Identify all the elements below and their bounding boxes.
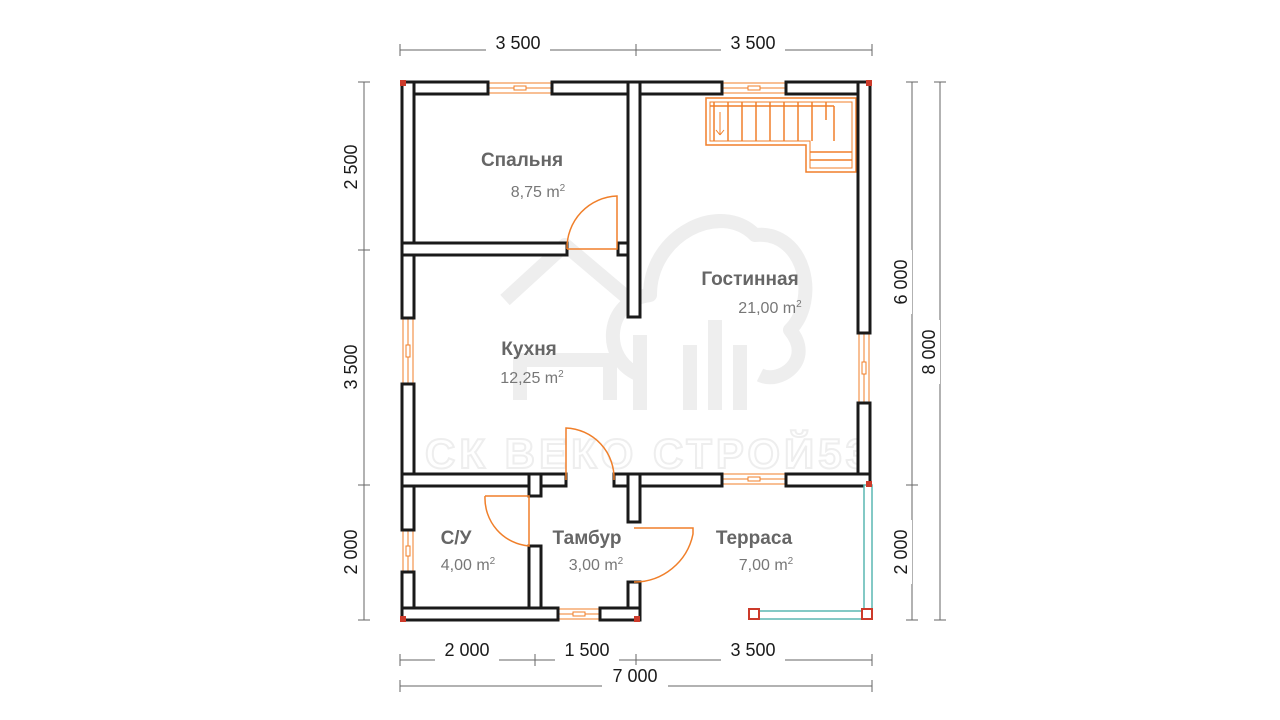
- room-vestibule: Тамбур 3,00 m2: [553, 528, 624, 574]
- dim-left-3: 2 000: [340, 520, 362, 584]
- terrace-railing: [748, 481, 873, 620]
- dim-right-2-label: 2 000: [891, 529, 911, 574]
- dimension-labels: 3 500 3 500 2 500 3 500 2 000 6 000 2 00…: [340, 31, 940, 687]
- room-living-area: 21,00 m2: [738, 299, 802, 317]
- window-vestibule-bottom: [557, 608, 601, 620]
- dim-top-1: 3 500: [486, 31, 550, 53]
- dim-right-1-label: 6 000: [891, 259, 911, 304]
- watermark-text: СК ВЕКО СТРОЙ53: [425, 429, 873, 477]
- room-vestibule-name: Тамбур: [553, 528, 622, 549]
- dim-bottom-3: 3 500: [721, 639, 785, 661]
- room-bedroom-area: 8,75 m2: [511, 183, 566, 201]
- door-kitchen: [565, 427, 615, 481]
- room-bathroom: С/У 4,00 m2: [441, 528, 496, 574]
- dim-top-2: 3 500: [721, 31, 785, 53]
- dim-bottom-3-label: 3 500: [730, 640, 775, 660]
- room-terrace-area: 7,00 m2: [739, 556, 794, 574]
- wall-left-middle: [400, 382, 416, 532]
- dim-top-2-label: 3 500: [730, 33, 775, 53]
- wall-bedroom-bottom: [400, 241, 569, 257]
- room-bedroom-name: Спальня: [481, 150, 563, 171]
- dim-bottom-2-label: 1 500: [564, 640, 609, 660]
- room-bathroom-area: 4,00 m2: [441, 556, 496, 574]
- window-living-right: [858, 332, 870, 404]
- room-kitchen-name: Кухня: [501, 339, 557, 360]
- dim-right-1: 6 000: [890, 250, 912, 314]
- dim-left-3-label: 2 000: [341, 529, 361, 574]
- room-terrace: Терраса 7,00 m2: [716, 528, 794, 574]
- dim-left-2: 3 500: [340, 335, 362, 399]
- dim-left-1: 2 500: [340, 135, 362, 199]
- dim-bottom-2: 1 500: [555, 639, 619, 661]
- wall-left-upper: [400, 80, 416, 320]
- room-bedroom: Спальня 8,75 m2: [481, 150, 566, 201]
- dim-bottom-total-label: 7 000: [612, 666, 657, 686]
- post-bottom-left: [400, 616, 406, 622]
- dim-left-2-label: 3 500: [341, 344, 361, 389]
- dim-top-1-label: 3 500: [495, 33, 540, 53]
- wall-bottom-right: [598, 606, 642, 622]
- window-kitchen-left: [402, 317, 414, 385]
- post-top-left: [400, 80, 406, 86]
- dim-right-2: 2 000: [890, 520, 912, 584]
- window-living-top: [721, 82, 787, 94]
- wall-bath-stub: [527, 472, 543, 498]
- dim-bottom-1: 2 000: [435, 639, 499, 661]
- room-vestibule-area: 3,00 m2: [569, 556, 624, 574]
- terrace-post-left: [748, 608, 760, 620]
- dim-right-total-label: 8 000: [919, 329, 939, 374]
- room-kitchen-area: 12,25 m2: [500, 369, 564, 387]
- window-living-bottom: [721, 473, 787, 485]
- post-top-right: [866, 80, 872, 86]
- watermark: СК ВЕКО СТРОЙ53: [424, 214, 873, 478]
- terrace-post-top: [866, 481, 872, 487]
- post-bottom-middle: [634, 616, 640, 622]
- dim-bottom-1-label: 2 000: [444, 640, 489, 660]
- watermark-house-icon: [500, 214, 813, 410]
- terrace-post-right: [861, 608, 873, 620]
- room-bathroom-name: С/У: [441, 528, 472, 549]
- corner-posts: [400, 80, 872, 622]
- doors: [484, 195, 694, 583]
- wall-right-upper: [856, 80, 872, 335]
- room-kitchen: Кухня 12,25 m2: [500, 339, 564, 387]
- door-bedroom: [566, 195, 618, 250]
- door-bathroom: [484, 495, 530, 547]
- dim-left-1-label: 2 500: [341, 144, 361, 189]
- wall-living-bottom-right: [784, 472, 872, 488]
- wall-bottom-left: [400, 606, 560, 622]
- dim-bottom-total: 7 000: [602, 665, 668, 687]
- dim-right-total: 8 000: [918, 320, 940, 384]
- stairs: [705, 97, 857, 173]
- door-entrance: [633, 527, 694, 583]
- railing-right: [863, 484, 873, 616]
- room-labels: Спальня 8,75 m2 Гостинная 21,00 m2 Кухня…: [441, 150, 803, 574]
- window-bedroom-top: [487, 82, 553, 94]
- railing-bottom: [751, 610, 869, 620]
- walls: [400, 80, 872, 622]
- room-living: Гостинная 21,00 m2: [701, 269, 802, 317]
- wall-vestibule-stub: [626, 472, 642, 524]
- wall-partition-vertical: [626, 80, 642, 319]
- window-bathroom-left: [402, 529, 414, 573]
- room-terrace-name: Терраса: [716, 528, 793, 549]
- room-living-name: Гостинная: [701, 269, 798, 290]
